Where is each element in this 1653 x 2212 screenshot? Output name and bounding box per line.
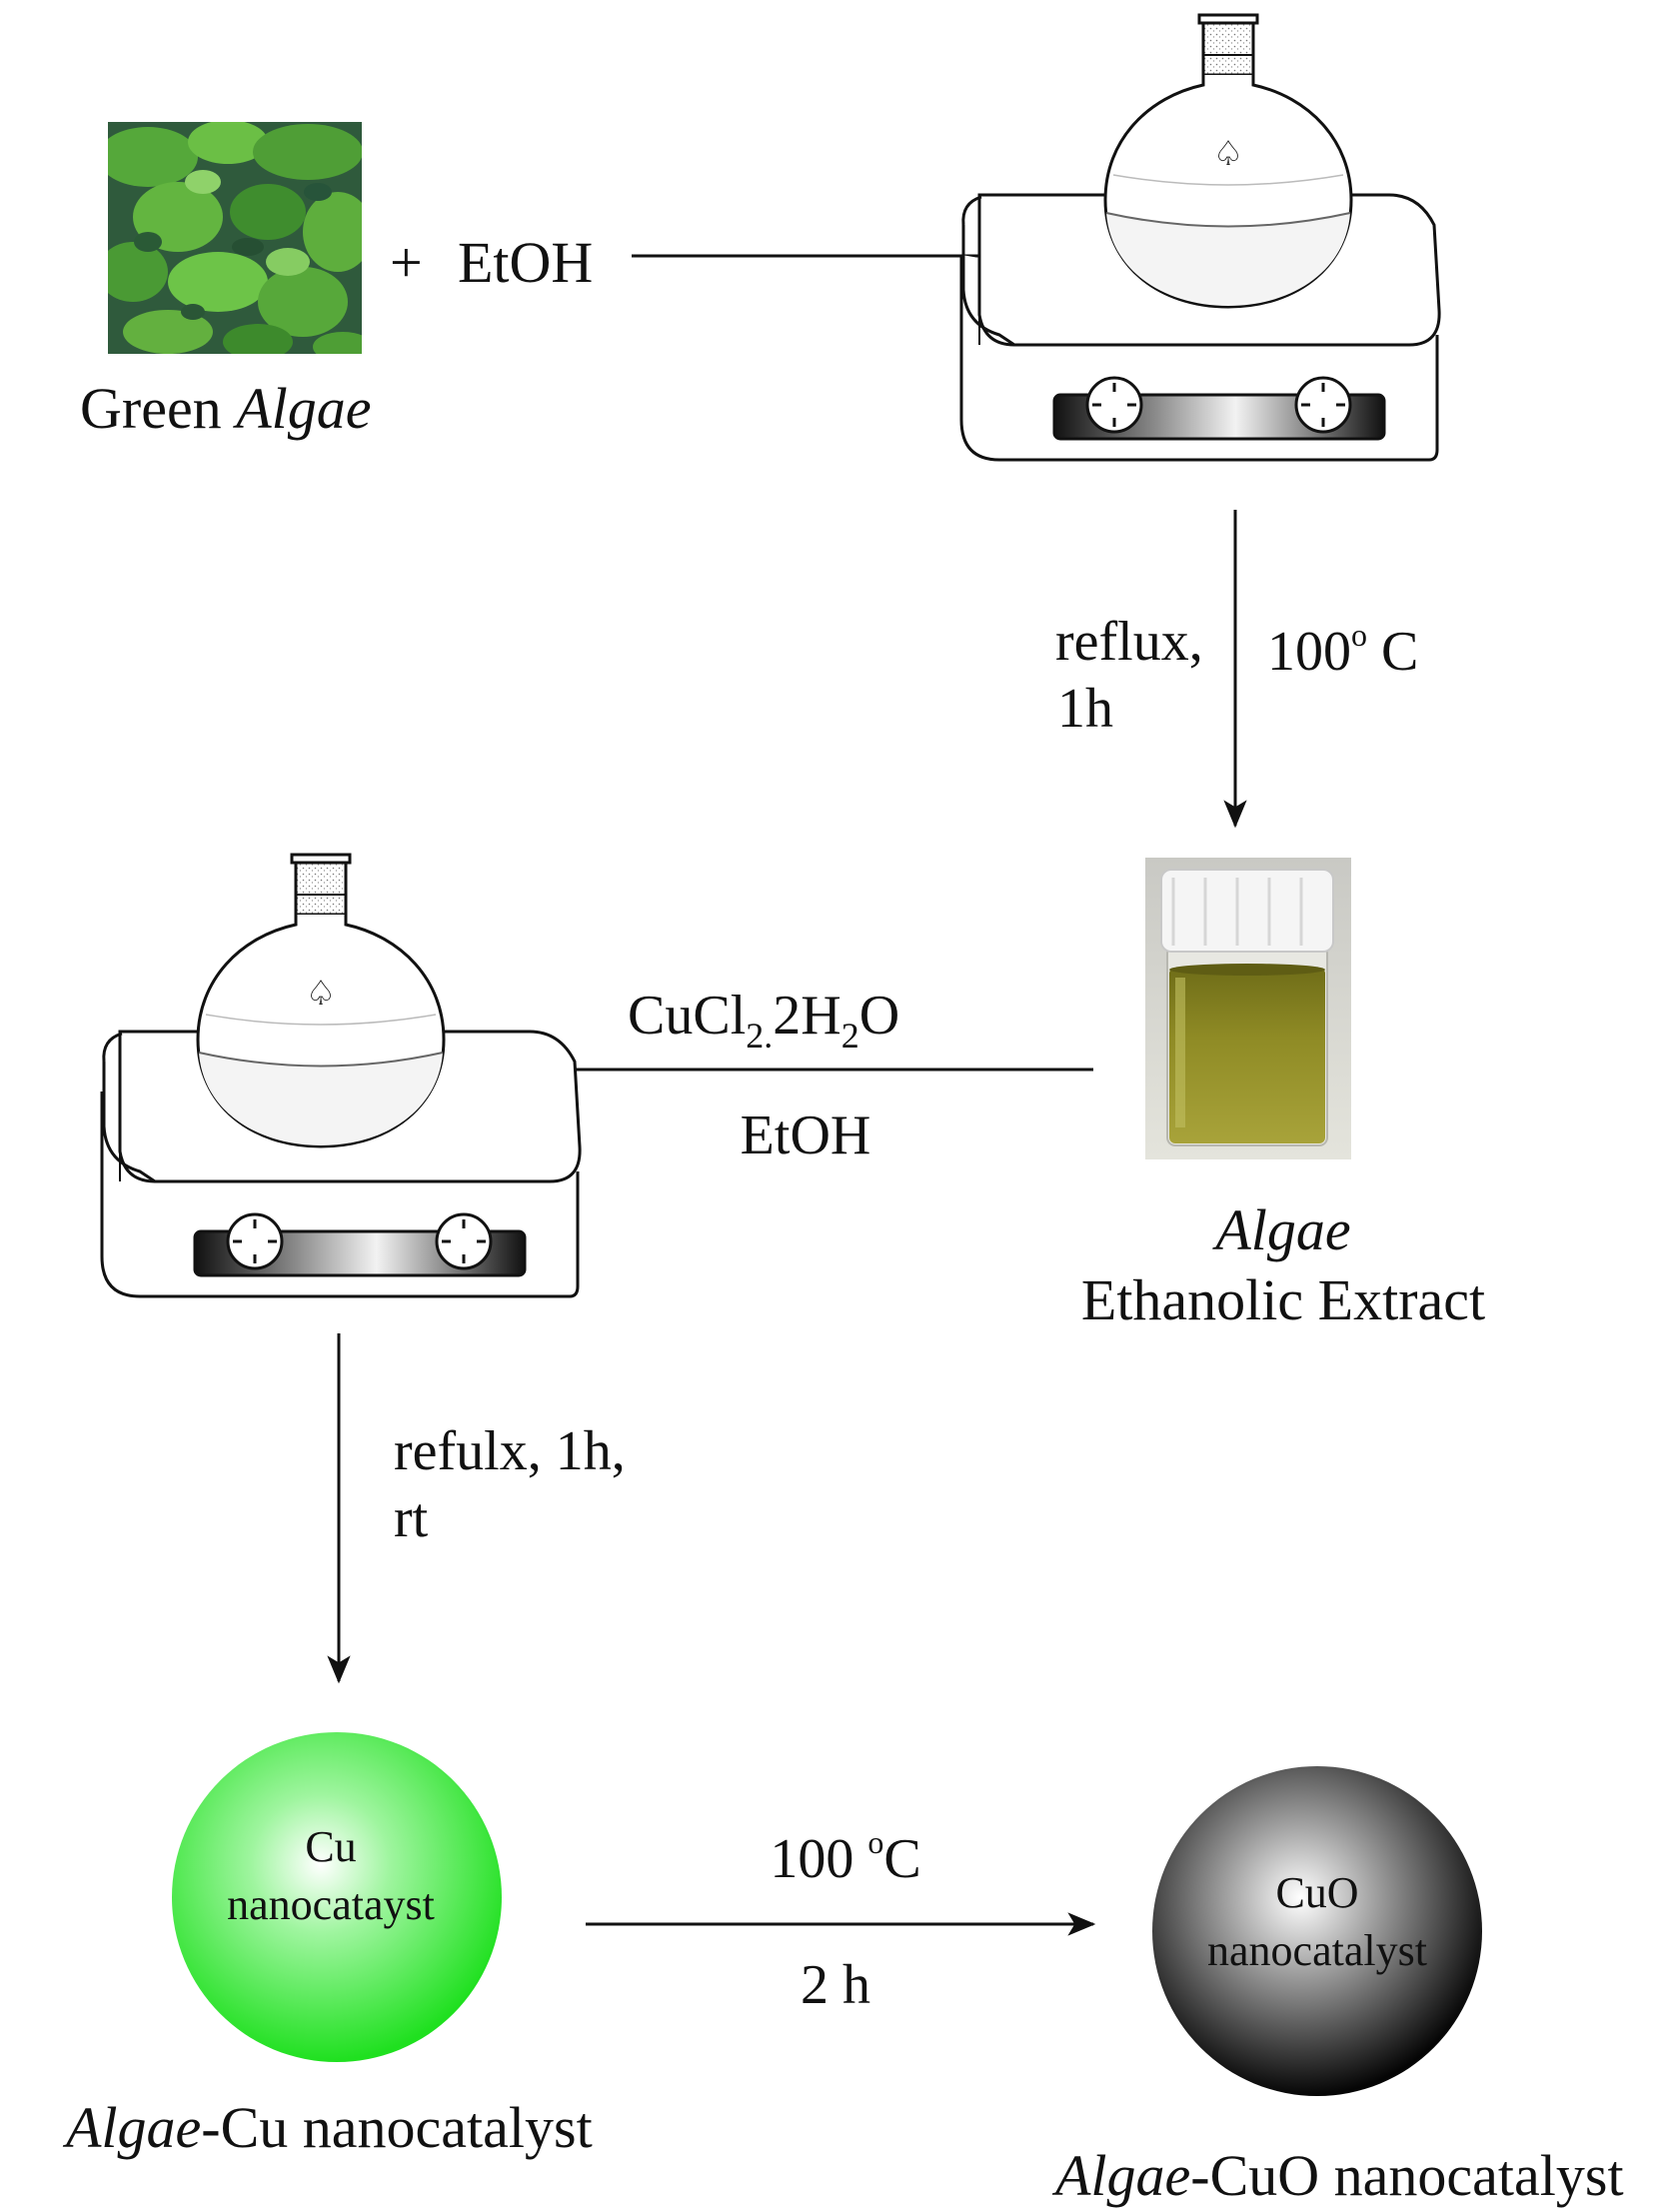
reflux-2-line1: refulx, 1h, (394, 1420, 626, 1482)
round-bottom-flask-icon: ♤ (1103, 13, 1353, 309)
round-bottom-flask-icon: ♤ (196, 853, 446, 1148)
knob-left (226, 1212, 284, 1270)
cuo-nanocatalyst-caption: Algae-CuO nanocatalyst (1051, 2143, 1624, 2208)
reflux-1-line2: 1h (1057, 678, 1113, 740)
cu-sphere-line1: Cu (305, 1822, 356, 1871)
cu-nanocatalyst-caption: Algae-Cu nanocatalyst (62, 2095, 593, 2160)
reflux-1-temperature: 100o C (1267, 617, 1418, 683)
cuo-sphere-line1: CuO (1275, 1868, 1358, 1917)
copper-solvent: EtOH (741, 1105, 871, 1166)
knob-right (435, 1212, 493, 1270)
cuo-sphere-line2: nanocatalyst (1207, 1926, 1427, 1975)
vial-icon (1145, 858, 1351, 1159)
nanoparticle-sphere-icon (172, 1732, 502, 2062)
green-algae-caption: Green Algae (80, 376, 371, 441)
calcination-time: 2 h (801, 1954, 870, 2016)
reflux-1-line1: reflux, (1055, 611, 1203, 673)
extract-caption-line2: Ethanolic Extract (1081, 1267, 1485, 1332)
plus-sign: + (390, 230, 423, 295)
ethanol-label: EtOH (458, 230, 593, 295)
algae-photo-icon (108, 122, 362, 354)
nanoparticle-sphere-icon (1152, 1766, 1482, 2096)
calcination-temperature: 100 oC (770, 1824, 920, 1890)
knob-left (1085, 376, 1143, 434)
reflux-2-line2: rt (394, 1487, 429, 1549)
copper-salt-reagent: CuCl2.2H2O (628, 985, 899, 1056)
cu-sphere-line2: nanocatayst (227, 1880, 435, 1929)
svg-text:♤: ♤ (306, 974, 336, 1014)
knob-right (1294, 376, 1352, 434)
svg-text:♤: ♤ (1213, 134, 1243, 174)
extract-caption-italic: Algae (1211, 1197, 1350, 1262)
